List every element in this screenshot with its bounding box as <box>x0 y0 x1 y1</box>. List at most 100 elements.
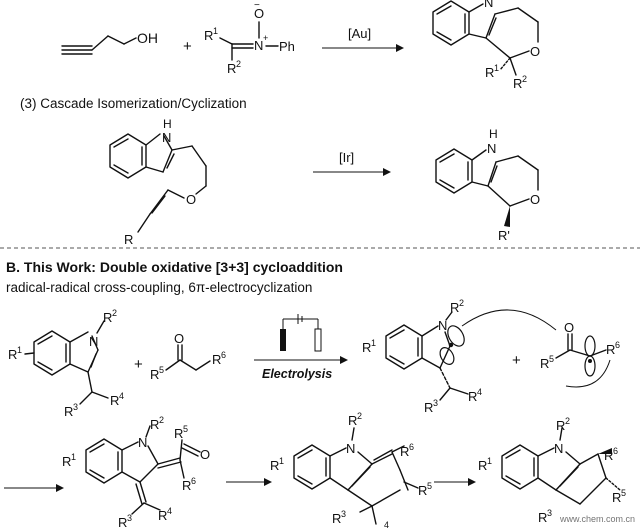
reaction-3-title: (3) Cascade Isomerization/Cyclization <box>20 96 247 111</box>
int2-n: N <box>346 441 355 456</box>
p-orbital-lobe <box>439 347 455 365</box>
sm1-r1: R <box>8 347 17 362</box>
au-product-o: O <box>530 44 540 59</box>
watermark-text: www.chem.com.cn <box>559 514 635 524</box>
rad2-r6-sup: 6 <box>615 340 620 350</box>
prod-r3: R <box>538 510 547 525</box>
rad1-r2: R <box>450 300 459 315</box>
prod-r6-sup: 6 <box>613 446 618 456</box>
int2-r6-sup: 6 <box>409 442 414 452</box>
int1-r4: R <box>158 508 167 523</box>
int2-r1: R <box>270 458 279 473</box>
int2-r3-sup: 3 <box>341 509 346 519</box>
sm2-r6-sup: 6 <box>221 350 226 360</box>
int1-r2-sup: 2 <box>159 415 164 425</box>
rad1-r1-sup: 1 <box>371 338 376 348</box>
nitrone-n-charge: + <box>263 33 268 43</box>
au-product-n: N <box>484 0 493 10</box>
int1-r4-sup: 4 <box>167 506 172 516</box>
rad1-r4-sup: 4 <box>477 387 482 397</box>
int2-r6: R <box>400 444 409 459</box>
nitrone-o: O <box>254 6 264 21</box>
sm2-o: O <box>174 331 184 346</box>
sm1-n: N <box>89 334 98 349</box>
au-product-h: H <box>484 0 493 1</box>
au-product-r1: R <box>485 65 494 80</box>
ir-product-structure: N H O R' <box>435 127 540 243</box>
ir-product-r: R' <box>498 228 510 243</box>
ketone-substrate-structure: O R 5 R 6 <box>150 331 226 382</box>
ir-product-h: H <box>489 127 498 141</box>
int1-r3-sup: 3 <box>127 513 132 523</box>
int2-r2: R <box>348 413 357 428</box>
nitrone-r2-sup: 2 <box>236 59 241 69</box>
nitrone-r1: R <box>204 28 213 43</box>
p-orbital-lobe <box>447 325 465 347</box>
int2-r5: R <box>418 483 427 498</box>
coupling-curve-arrow <box>565 359 611 388</box>
ir-arrow: [Ir] <box>313 150 391 176</box>
prod-r6: R <box>604 448 613 463</box>
sm1-r3: R <box>64 404 73 419</box>
prod-r3-sup: 3 <box>547 508 552 518</box>
nitrone-ph: Ph <box>279 39 295 54</box>
au-product-r2: R <box>513 76 522 91</box>
int1-r5-sup: 5 <box>183 424 188 434</box>
int1-r5: R <box>174 426 183 441</box>
rad1-r2-sup: 2 <box>459 298 464 308</box>
int2-r4-sup: 4 <box>384 520 389 530</box>
rad2-r6: R <box>606 342 615 357</box>
section-b-subtitle: radical-radical cross-coupling, 6π-elect… <box>6 280 312 295</box>
tetrahydropyranoindole-product-structure: R 1 N R 2 R 6 R 5 R 3 <box>478 416 626 525</box>
rad1-r1: R <box>362 340 371 355</box>
int1-n: N <box>138 435 147 450</box>
prod-r2-sup: 2 <box>565 416 570 426</box>
rad2-r5: R <box>540 356 549 371</box>
int1-r6-sup: 6 <box>191 476 196 486</box>
rad2-o: O <box>564 320 574 335</box>
plus-sign-b2: + <box>512 352 521 369</box>
rad2-r5-sup: 5 <box>549 354 554 364</box>
au-product-r1-sup: 1 <box>494 63 499 73</box>
electrolysis-label: Electrolysis <box>262 367 332 381</box>
int1-r6: R <box>182 478 191 493</box>
sm1-r2: R <box>103 310 112 325</box>
ketone-radical-structure: O R 5 R 6 <box>540 320 620 377</box>
rad1-r3-sup: 3 <box>433 398 438 408</box>
au-catalyst-label: [Au] <box>348 26 371 41</box>
nitrone-n: N <box>254 38 263 53</box>
step-arrow-2 <box>226 478 272 486</box>
radical-dot <box>448 342 454 348</box>
sm1-r2-sup: 2 <box>112 308 117 318</box>
sm2-r6: R <box>212 352 221 367</box>
indole-radical-structure: R 1 N R 2 R 3 R 4 <box>362 298 611 415</box>
prod-r5-sup: 5 <box>621 488 626 498</box>
rad1-r4: R <box>468 389 477 404</box>
int2-r2-sup: 2 <box>357 411 362 421</box>
int2-r5-sup: 5 <box>427 481 432 491</box>
plus-sign: + <box>183 38 192 55</box>
sm1-r4: R <box>110 393 119 408</box>
ir-product-o: O <box>530 192 540 207</box>
dienone-intermediate-structure: R 1 N R 2 R 3 R 4 R 5 O R 6 <box>62 415 210 530</box>
pyran-intermediate-structure: R 1 N R 2 R 6 R 5 R 3 4 <box>270 411 432 530</box>
section-b-title: B. This Work: Double oxidative [3+3] cyc… <box>6 259 343 275</box>
ir-sm-n: N <box>162 130 171 145</box>
reaction-2: O H + R 1 R 2 N + O − Ph [Au] <box>61 0 540 91</box>
ir-sm-r: R <box>124 232 133 247</box>
prod-r1: R <box>478 458 487 473</box>
nitrone-o-charge: − <box>254 0 260 11</box>
sm2-r5-sup: 5 <box>159 365 164 375</box>
prod-r5: R <box>612 490 621 505</box>
prod-n: N <box>554 441 563 456</box>
int1-o: O <box>200 447 210 462</box>
nitrone-structure: R 1 R 2 N + O − Ph <box>204 0 295 76</box>
step-arrow-1 <box>4 484 64 492</box>
nitrone-r2: R <box>227 61 236 76</box>
int1-r1: R <box>62 454 71 469</box>
indole-substrate-structure: N R 2 R 1 R 3 R 4 <box>8 308 124 419</box>
prod-r1-sup: 1 <box>487 456 492 466</box>
sm1-r4-sup: 4 <box>119 391 124 401</box>
plus-sign-b1: + <box>134 356 143 373</box>
